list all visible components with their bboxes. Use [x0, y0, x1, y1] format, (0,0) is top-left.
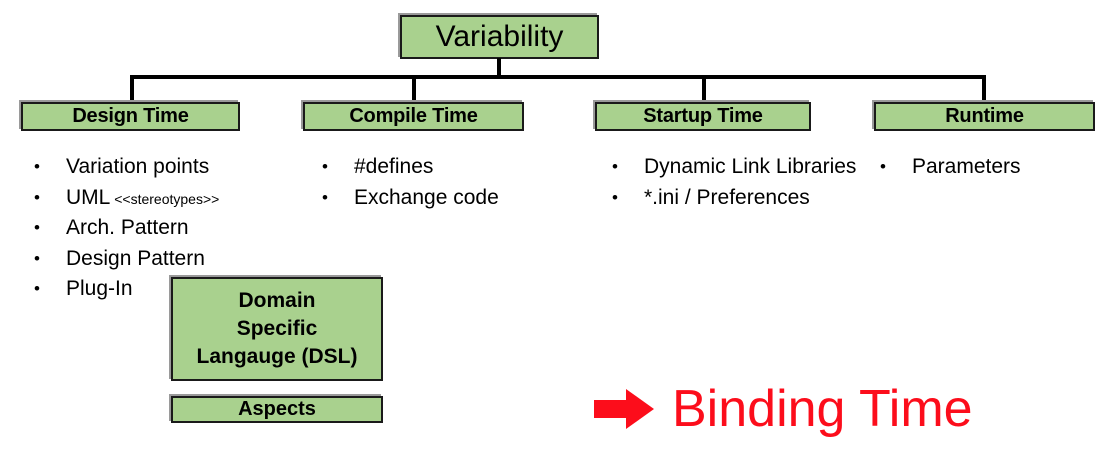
list-item: • #defines	[322, 153, 562, 182]
connector-drop-startup-time	[702, 75, 706, 103]
binding-time-label: Binding Time	[672, 380, 973, 438]
node-design-time-label: Design Time	[72, 104, 189, 127]
node-runtime[interactable]: Runtime	[874, 102, 1095, 131]
connector-drop-runtime	[982, 75, 986, 103]
bullet-icon: •	[34, 187, 40, 207]
bullet-icon: •	[322, 187, 328, 207]
list-item: • UML <<stereotypes>>	[34, 184, 296, 213]
node-variability-label: Variability	[435, 20, 564, 54]
list-item: • Exchange code	[322, 184, 562, 213]
bullet-list-compile-time: • #defines • Exchange code	[322, 153, 562, 214]
bullet-icon: •	[612, 187, 618, 207]
node-startup-time[interactable]: Startup Time	[595, 102, 811, 131]
list-item-label: Parameters	[912, 155, 1021, 178]
right-arrow-icon	[594, 389, 654, 429]
bullet-icon: •	[322, 157, 328, 176]
bullet-icon: •	[34, 157, 40, 176]
list-item: • Variation points	[34, 153, 296, 182]
list-item: • Design Pattern	[34, 245, 296, 274]
node-runtime-label: Runtime	[945, 104, 1024, 127]
node-startup-time-label: Startup Time	[643, 104, 763, 127]
list-item-label: Dynamic Link Libraries	[644, 155, 857, 178]
node-aspects-label: Aspects	[238, 397, 316, 420]
node-aspects[interactable]: Aspects	[171, 396, 383, 423]
node-compile-time[interactable]: Compile Time	[303, 102, 524, 131]
list-item-label: UML <<stereotypes>>	[66, 184, 296, 213]
connector-drop-design-time	[130, 75, 134, 103]
connector-horizontal-bar	[131, 75, 985, 79]
node-variability[interactable]: Variability	[400, 15, 599, 59]
list-item: • Arch. Pattern	[34, 214, 296, 243]
node-design-time[interactable]: Design Time	[21, 102, 240, 131]
list-item-label: Design Pattern	[66, 246, 205, 270]
list-item-label: Plug-In	[66, 277, 133, 301]
list-item-stereotype: <<stereotypes>>	[110, 190, 220, 207]
node-dsl-line-2: Specific	[236, 317, 318, 341]
bullet-icon: •	[34, 279, 40, 299]
bullet-list-design-time: • Variation points • UML <<stereotypes>>…	[34, 153, 296, 306]
list-item: • Plug-In	[34, 275, 296, 304]
bullet-icon: •	[612, 157, 618, 176]
list-item: • Dynamic Link Libraries	[612, 153, 864, 182]
list-item-text: UML	[66, 185, 111, 209]
bullet-icon: •	[34, 218, 40, 238]
node-dsl-line-3: Langauge (DSL)	[196, 344, 358, 368]
bullet-icon: •	[34, 248, 40, 268]
bullet-icon: •	[880, 157, 886, 176]
list-item: • Parameters	[880, 153, 1095, 182]
list-item-label: Variation points	[66, 155, 210, 178]
bullet-list-startup-time: • Dynamic Link Libraries • *.ini / Prefe…	[612, 153, 864, 214]
list-item-label: Exchange code	[354, 185, 499, 209]
binding-time-callout: Binding Time	[592, 383, 973, 435]
list-item-label: *.ini / Preferences	[644, 185, 810, 209]
connector-drop-compile-time	[412, 75, 416, 103]
list-item: • *.ini / Preferences	[612, 184, 864, 213]
connector-root-stem	[497, 58, 501, 79]
list-item-label: #defines	[354, 155, 434, 178]
list-item-label: Arch. Pattern	[66, 216, 189, 240]
node-compile-time-label: Compile Time	[349, 104, 478, 127]
node-domain-specific-language[interactable]: Domain Specific Langauge (DSL)	[171, 277, 383, 381]
node-dsl-line-1: Domain	[238, 289, 316, 313]
bullet-list-runtime: • Parameters	[880, 153, 1095, 184]
